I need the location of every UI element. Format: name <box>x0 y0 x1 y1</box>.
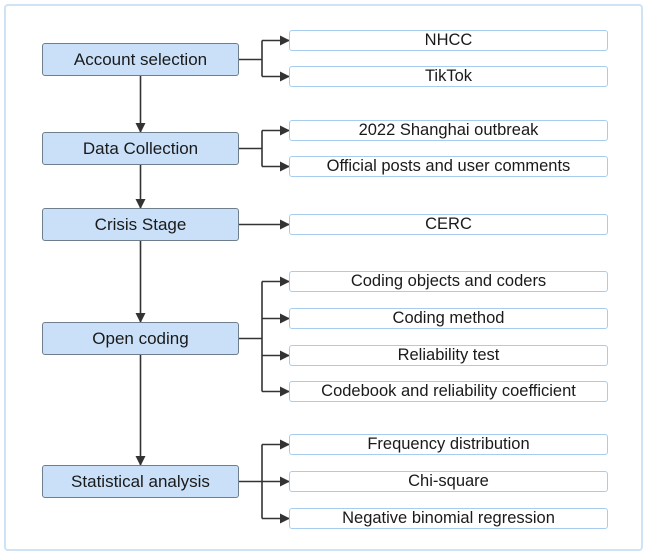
item-coding-objects-and-coders: Coding objects and coders <box>289 271 608 292</box>
item-tiktok: TikTok <box>289 66 608 87</box>
item-codebook-and-reliability-coefficient: Codebook and reliability coefficient <box>289 381 608 402</box>
item-coding-method: Coding method <box>289 308 608 329</box>
item-chi-square: Chi-square <box>289 471 608 492</box>
stage-statistical-analysis: Statistical analysis <box>42 465 239 498</box>
item-official-posts-and-user-comments: Official posts and user comments <box>289 156 608 177</box>
item-reliability-test: Reliability test <box>289 345 608 366</box>
stage-data-collection: Data Collection <box>42 132 239 165</box>
item-cerc: CERC <box>289 214 608 235</box>
stage-open-coding: Open coding <box>42 322 239 355</box>
stage-crisis-stage: Crisis Stage <box>42 208 239 241</box>
item-shanghai-outbreak: 2022 Shanghai outbreak <box>289 120 608 141</box>
item-nhcc: NHCC <box>289 30 608 51</box>
stage-account-selection: Account selection <box>42 43 239 76</box>
item-negative-binomial-regression: Negative binomial regression <box>289 508 608 529</box>
item-frequency-distribution: Frequency distribution <box>289 434 608 455</box>
